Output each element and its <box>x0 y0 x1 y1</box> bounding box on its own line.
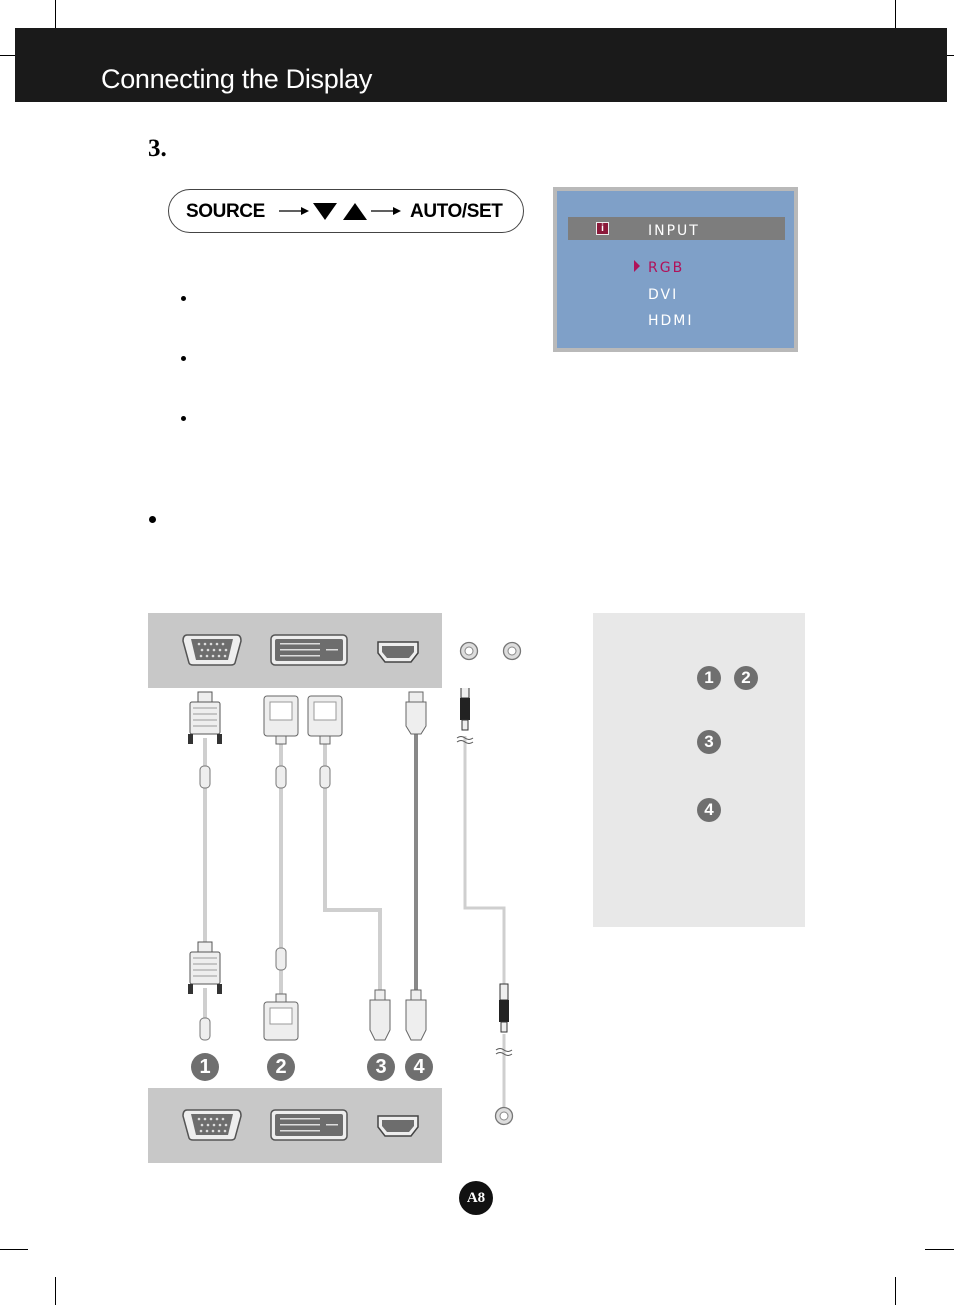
legend-number-1: 1 <box>697 666 721 690</box>
cable-diagram <box>188 688 513 1108</box>
dvi-port-icon <box>270 1109 348 1141</box>
crop-mark <box>0 55 15 56</box>
connector-number-3: 3 <box>367 1053 395 1081</box>
legend-number-4: 4 <box>697 798 721 822</box>
osd-title-bar <box>568 217 785 240</box>
cable-legend-box: 1 2 3 4 <box>593 613 805 927</box>
crop-mark <box>55 0 56 28</box>
crop-mark <box>895 0 896 28</box>
crop-mark <box>925 1249 954 1250</box>
legend-number-2: 2 <box>734 666 758 690</box>
vga-plug-icon <box>188 691 222 1041</box>
osd-option-dvi[interactable]: DVI <box>648 287 679 303</box>
selection-pointer-icon <box>634 260 640 272</box>
bullet-point <box>149 516 156 523</box>
button-sequence: SOURCE AUTO/SET <box>168 189 524 233</box>
pc-port-panel <box>148 1088 442 1163</box>
arrow-right-icon <box>279 207 309 215</box>
info-icon: i <box>596 222 609 235</box>
dvi-hdmi-cable <box>323 738 382 998</box>
osd-menu-title: INPUT <box>648 223 700 239</box>
header-bar: Connecting the Display <box>15 28 947 102</box>
cable-break-icon <box>456 736 513 1056</box>
osd-input-menu: i INPUT RGB DVI HDMI <box>553 187 798 352</box>
osd-option-hdmi[interactable]: HDMI <box>648 313 694 329</box>
audio-cable <box>463 736 506 1108</box>
audio-jack-icon <box>502 641 522 661</box>
crop-mark <box>55 1277 56 1305</box>
dvi-port-icon <box>270 634 348 666</box>
osd-option-rgb[interactable]: RGB <box>648 260 685 276</box>
source-button-label: SOURCE <box>186 201 265 222</box>
triangle-up-icon <box>343 203 367 220</box>
triangle-down-icon <box>313 203 337 220</box>
bullet-point <box>181 356 186 361</box>
autoset-button-label: AUTO/SET <box>410 201 503 222</box>
hdmi-port-icon <box>377 1115 419 1137</box>
monitor-port-panel <box>148 613 442 688</box>
audio-jack-icon <box>459 641 479 661</box>
arrow-right-icon <box>371 207 401 215</box>
vga-port-icon <box>182 1109 242 1141</box>
step-number: 3. <box>148 135 167 162</box>
legend-number-3: 3 <box>697 730 721 754</box>
page-title: Connecting the Display <box>101 64 373 94</box>
hdmi-port-icon <box>377 641 419 663</box>
bullet-point <box>181 416 186 421</box>
page-number-badge: A8 <box>459 1181 493 1215</box>
dvi-plug-icon <box>307 695 343 789</box>
audio-jack-icon <box>494 1106 514 1126</box>
audio-plug-icon <box>460 688 509 1033</box>
connector-number-1: 1 <box>191 1053 219 1081</box>
connector-number-2: 2 <box>267 1053 295 1081</box>
connector-number-4: 4 <box>405 1053 433 1081</box>
bullet-point <box>181 296 186 301</box>
hdmi-plug-icon <box>405 691 427 1041</box>
vga-port-icon <box>182 634 242 666</box>
crop-mark <box>895 1277 896 1305</box>
dvi-plug-icon <box>263 695 299 1041</box>
hdmi-plug-icon <box>369 989 391 1041</box>
crop-mark <box>0 1249 28 1250</box>
